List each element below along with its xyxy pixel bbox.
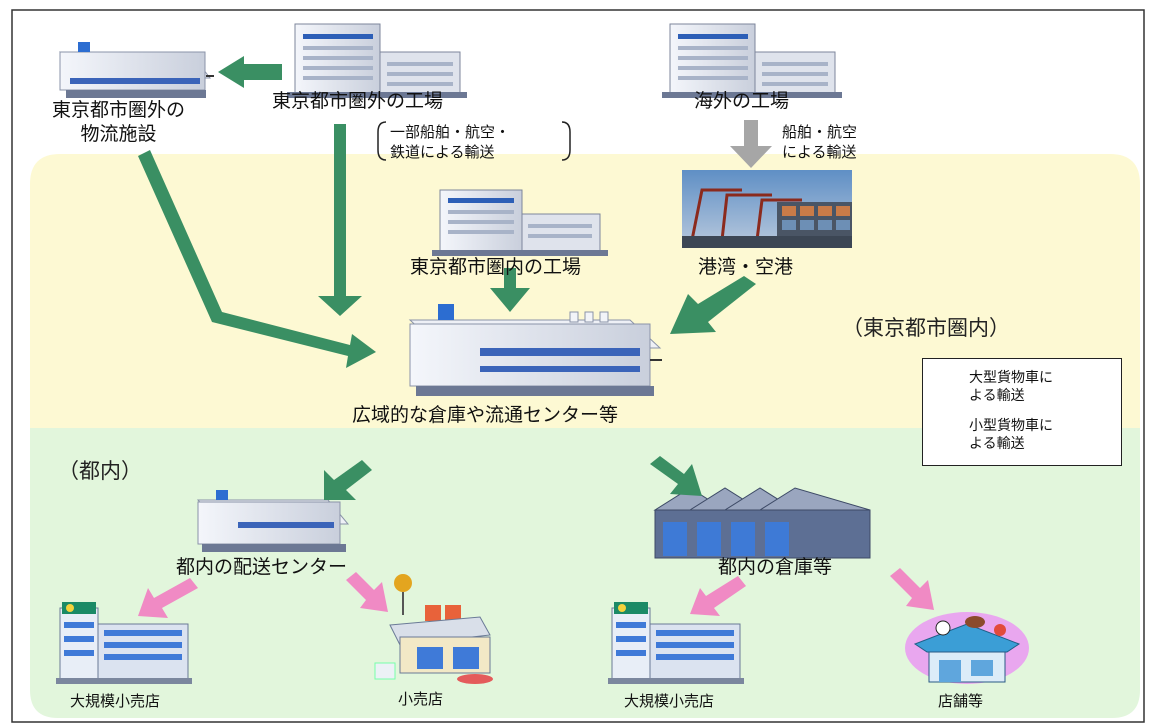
port-airport-label: 港湾・空港 — [698, 256, 794, 278]
arrow-inside-factory-to-warehouse — [490, 268, 530, 312]
arrow-delivery-to-small-retail — [346, 572, 388, 612]
arrow-outside-factory-to-warehouse — [318, 124, 362, 316]
overseas-factory-label: 海外の工場 — [694, 90, 790, 112]
port-airport-photo — [682, 170, 852, 248]
tokyo-warehouse-building — [653, 487, 871, 559]
large-retail-1-label: 大規模小売店 — [70, 692, 161, 710]
legend-box: 大型貨物車に よる輸送 小型貨物車に よる輸送 — [922, 358, 1122, 466]
arrow-tokyo-warehouse-to-large-retail-2 — [690, 576, 746, 616]
note-bracket-left — [377, 121, 387, 161]
large-retail-building-1 — [56, 602, 192, 684]
legend-large-truck-label: 大型貨物車に よる輸送 — [969, 370, 1053, 404]
small-truck-arrows — [138, 568, 934, 618]
stores-label: 店舗等 — [938, 692, 984, 710]
large-retail-building-2 — [608, 602, 744, 684]
rail-air-sea-note: 一部船舶・航空・ 鉄道による輸送 — [390, 123, 511, 161]
inside-factory-label: 東京都市圏内の工場 — [410, 256, 582, 278]
large-retail-2-label: 大規模小売店 — [624, 692, 715, 710]
arrow-overseas-to-port — [730, 120, 772, 168]
arrow-warehouse-to-tokyo-warehouse — [650, 456, 702, 496]
arrow-port-to-warehouse — [670, 276, 756, 334]
outside-logistics-label: 東京都市圏外の 物流施設 — [52, 99, 186, 145]
arrow-warehouse-to-delivery-center — [324, 460, 372, 500]
outside-logistics-building — [58, 42, 214, 98]
outside-factory-building — [287, 23, 467, 98]
regional-warehouse-building — [408, 304, 662, 396]
stores-building — [905, 612, 1029, 684]
arrow-tokyo-warehouse-to-stores — [890, 568, 934, 610]
large-truck-arrows — [138, 56, 756, 500]
note-bracket-right — [561, 121, 571, 161]
tokyo-warehouse-label: 都内の倉庫等 — [718, 556, 833, 578]
outside-factory-label: 東京都市圏外の工場 — [272, 90, 444, 112]
small-retail-label: 小売店 — [398, 690, 444, 708]
arrow-outside-logistics-to-warehouse — [138, 150, 376, 368]
inside-factory-building — [432, 189, 608, 256]
delivery-center-building — [196, 490, 350, 552]
overseas-factory-building — [662, 23, 842, 98]
arrow-factory-to-outside-logistics — [218, 56, 282, 88]
metro-zone — [30, 154, 1140, 428]
small-retail-building — [374, 574, 493, 684]
metro-zone-label: （東京都市圏内） — [842, 316, 1010, 340]
arrow-delivery-to-large-retail-1 — [138, 578, 198, 618]
legend-small-truck-label: 小型貨物車に よる輸送 — [969, 418, 1053, 452]
delivery-center-label: 都内の配送センター — [176, 556, 348, 578]
tokyo-zone-label: （都内） — [58, 459, 142, 483]
regional-warehouse-label: 広域的な倉庫や流通センター等 — [352, 404, 619, 426]
ship-air-note: 船舶・航空 による輸送 — [782, 123, 858, 161]
